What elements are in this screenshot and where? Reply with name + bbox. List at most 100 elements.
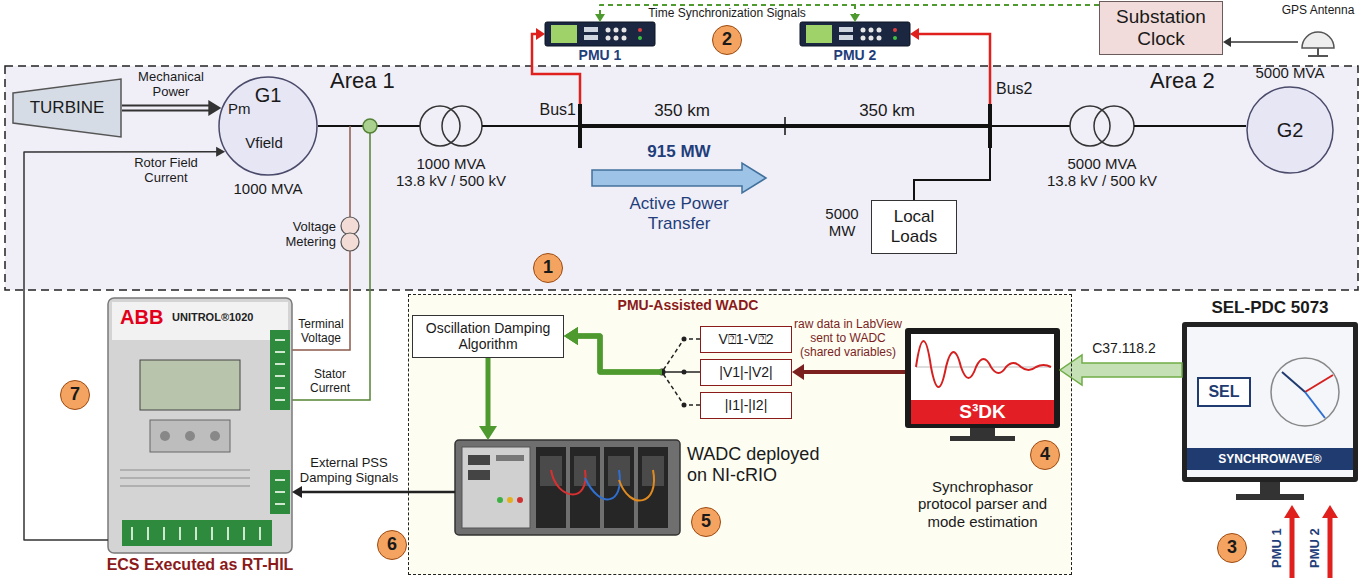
node-text: PMU-Assisted WADC [558, 297, 818, 313]
area-region [5, 66, 1358, 290]
monitor-node: S³DKSynchrophasor protocol parser and mo… [905, 328, 1060, 538]
connector-line [576, 336, 662, 372]
instrument-label: Voltage Metering [274, 220, 336, 250]
pmu-device [545, 22, 655, 46]
pmu-device [606, 36, 611, 41]
power-network [990, 125, 1070, 127]
callout-number: 4 [1030, 440, 1060, 470]
excitation-controller [185, 431, 195, 441]
signal-box: |V1|-|V2| [700, 359, 792, 386]
crio-device [585, 470, 620, 499]
connector-label: Rotor Field Current [120, 156, 212, 186]
connector [24, 147, 225, 540]
arrow-head [292, 486, 302, 498]
s3dk-monitor [905, 328, 1060, 441]
turbine-shape: TURBINE [12, 78, 122, 138]
connector-line [576, 336, 662, 372]
crio-device [507, 497, 513, 503]
connector [850, 5, 1099, 22]
connector [1060, 355, 1182, 385]
s3dk-monitor [950, 436, 1015, 441]
node-text: WADC deployed on NI-cRIO [687, 444, 837, 485]
pmu-device [893, 28, 897, 32]
connector-label: raw data in LabView sent to WADC (shared… [794, 318, 902, 359]
connector [479, 358, 497, 441]
s3dk-monitor [911, 334, 1054, 400]
node-text: Substation Clock [1106, 6, 1216, 50]
connector-line [486, 358, 491, 429]
connector-line [122, 105, 210, 112]
node-text: ECS Executed as RT-HIL [86, 556, 314, 574]
s3dk-monitor [970, 428, 995, 436]
connector-line [662, 371, 700, 373]
pmu-measurement-wire [918, 34, 990, 104]
pdc-monitor [1282, 372, 1305, 392]
power-network [442, 106, 482, 146]
signal-label: Terminal Voltage [294, 318, 348, 346]
connector-line [24, 152, 218, 540]
load-box: Local Loads [871, 200, 957, 254]
power-network [420, 106, 460, 146]
pmu-device [839, 27, 853, 32]
node-text: |V1|-|V2| [719, 364, 772, 380]
signal-label: Time Synchronization Signals [637, 7, 817, 21]
connector-line [576, 336, 662, 372]
pmu-node: PMU 1 [545, 22, 655, 64]
excitation-controller [160, 431, 170, 441]
arrow-head [792, 364, 804, 380]
crio-device [468, 455, 490, 465]
node-text: ABB [120, 306, 170, 329]
crio-device [496, 455, 524, 461]
rating-label: 5000 MVA [1250, 64, 1330, 81]
pmu-stream-arrow [1284, 505, 1300, 518]
pdc-monitor [1305, 392, 1325, 418]
crio-device [619, 470, 654, 501]
excitation-controller [108, 298, 292, 553]
load-label: 5000 MW [818, 205, 866, 240]
node-text: Local Loads [878, 207, 950, 246]
pmu-node: PMU 2 [800, 22, 910, 64]
circle-outline [1247, 87, 1333, 173]
signal-label: Stator Current [294, 368, 366, 396]
rating-label: 5000 MVA [1042, 155, 1162, 172]
callout-number: 1 [533, 253, 563, 283]
rating-label: 13.8 kV / 500 kV [389, 172, 513, 189]
symbol-label: Vfield [236, 134, 292, 151]
block-arrow [1060, 355, 1182, 385]
wadc-region: PMU-Assisted WADCOscillation Damping Alg… [408, 294, 1072, 575]
node-text: Oscillation Damping Algorithm [419, 320, 557, 352]
voltage-metering [341, 233, 359, 251]
node-text: SYNCHROWAVE® [1187, 448, 1353, 470]
bus-label: Bus1 [528, 101, 576, 119]
excitation-controller [210, 431, 220, 441]
pmu-device [839, 35, 853, 40]
connector [595, 5, 1099, 22]
excitation-node: ABBUNITROL®1020ECS Executed as RT-HIL [108, 298, 292, 578]
voltage-metering [349, 126, 351, 217]
pmu-device [800, 22, 910, 46]
pmu-measurement-wire [536, 28, 545, 40]
pmu-stream-arrow [1284, 505, 1338, 578]
excitation-controller [122, 520, 272, 546]
clock-box: Substation Clock [1099, 1, 1223, 55]
crio-device [455, 440, 680, 535]
pmu-device [893, 36, 897, 40]
signal-box: |I1|-|I2| [700, 392, 792, 419]
stream-label: PMU 1 [1268, 523, 1286, 573]
connector-line [122, 107, 210, 110]
pdc-monitor [1271, 358, 1339, 426]
connector [792, 364, 905, 380]
node-text: G2 [1277, 119, 1304, 142]
power-network [1070, 106, 1110, 146]
gps-antenna [1302, 32, 1334, 48]
pmu-device [638, 28, 642, 32]
pmu-device [869, 36, 874, 41]
arrow-head [564, 327, 578, 345]
pdc-monitor [1187, 448, 1353, 470]
gps-antenna [1223, 37, 1231, 47]
power-network [482, 125, 580, 127]
pmu-device [622, 28, 627, 33]
node-text: Synchrophasor protocol parser and mode e… [905, 478, 1060, 530]
power-label: Active Power Transfer [620, 194, 738, 233]
arrow-head [850, 14, 860, 22]
